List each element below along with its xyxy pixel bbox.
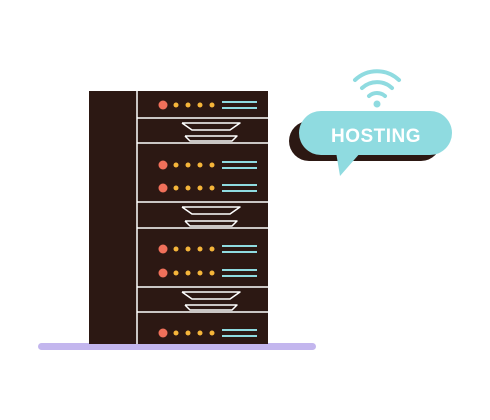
status-led-yellow — [209, 185, 215, 191]
status-led-yellow — [185, 246, 191, 252]
status-led-yellow — [209, 330, 215, 336]
status-led-yellow — [173, 102, 179, 108]
rack-handle — [181, 291, 241, 300]
status-led-yellow — [173, 185, 179, 191]
rack-units — [137, 100, 268, 338]
status-led-yellow — [185, 330, 191, 336]
status-led-yellow — [173, 162, 179, 168]
status-led-yellow — [173, 270, 179, 276]
status-led-yellow — [209, 162, 215, 168]
server-rack — [89, 91, 268, 344]
status-led-yellow — [209, 270, 215, 276]
wifi-signal-icon — [353, 69, 401, 108]
status-led-yellow — [197, 102, 203, 108]
rack-handle — [184, 220, 238, 227]
status-led-red — [158, 160, 168, 170]
status-led-yellow — [209, 246, 215, 252]
speech-bubble-icon — [289, 111, 452, 176]
status-led-yellow — [197, 246, 203, 252]
bubble-body — [299, 111, 452, 155]
rack-handle — [181, 122, 241, 131]
status-led-red — [158, 268, 168, 278]
status-led-yellow — [197, 330, 203, 336]
status-led-red — [158, 100, 168, 110]
status-led-red — [158, 328, 168, 338]
floor-bar — [38, 343, 316, 350]
rack-handle — [184, 135, 238, 142]
status-led-red — [158, 183, 168, 193]
status-led-red — [158, 244, 168, 254]
status-led-yellow — [197, 270, 203, 276]
status-led-yellow — [185, 102, 191, 108]
status-led-yellow — [173, 330, 179, 336]
status-led-yellow — [185, 270, 191, 276]
rack-handle — [181, 206, 241, 215]
bubble-tail — [336, 152, 361, 176]
status-led-yellow — [185, 162, 191, 168]
hosting-label: HOSTING — [330, 126, 422, 147]
status-led-yellow — [173, 246, 179, 252]
status-led-yellow — [197, 162, 203, 168]
status-led-yellow — [185, 185, 191, 191]
status-led-yellow — [209, 102, 215, 108]
rack-handle — [184, 304, 238, 311]
status-led-yellow — [197, 185, 203, 191]
